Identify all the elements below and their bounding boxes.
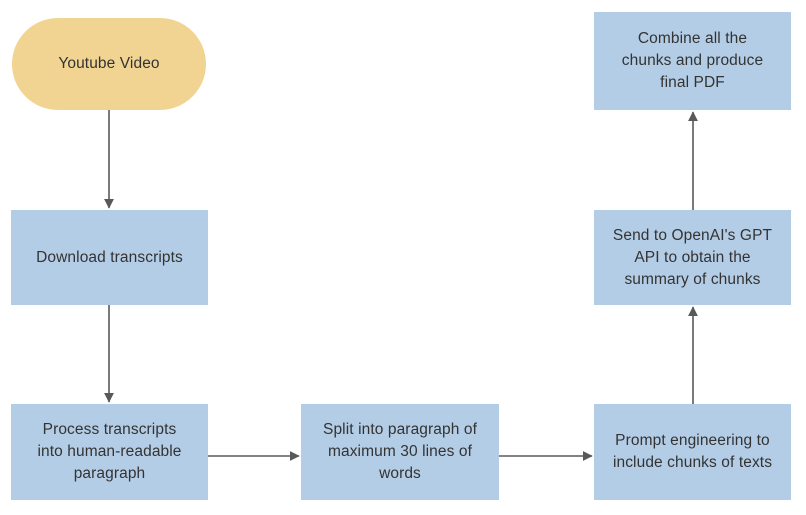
node-split-paragraph[interactable]: Split into paragraph of maximum 30 lines… <box>301 404 499 500</box>
node-process-transcripts[interactable]: Process transcripts into human-readable … <box>11 404 208 500</box>
node-download-transcripts[interactable]: Download transcripts <box>11 210 208 305</box>
node-process-transcripts-label: Process transcripts into human-readable … <box>37 421 182 482</box>
node-split-paragraph-label: Split into paragraph of maximum 30 lines… <box>323 421 477 482</box>
node-send-openai-gpt[interactable]: Send to OpenAI's GPT API to obtain the s… <box>594 210 791 305</box>
node-combine-chunks-label: Combine all the chunks and produce final… <box>621 30 764 91</box>
node-send-openai-gpt-label: Send to OpenAI's GPT API to obtain the s… <box>612 226 773 288</box>
node-prompt-engineering-label: Prompt engineering to include chunks of … <box>612 432 773 471</box>
node-download-transcripts-label: Download transcripts <box>36 248 183 266</box>
node-youtube-video[interactable]: Youtube Video <box>12 18 206 110</box>
node-prompt-engineering[interactable]: Prompt engineering to include chunks of … <box>594 404 791 500</box>
node-combine-chunks[interactable]: Combine all the chunks and produce final… <box>594 12 791 110</box>
node-youtube-video-label: Youtube Video <box>58 55 160 72</box>
